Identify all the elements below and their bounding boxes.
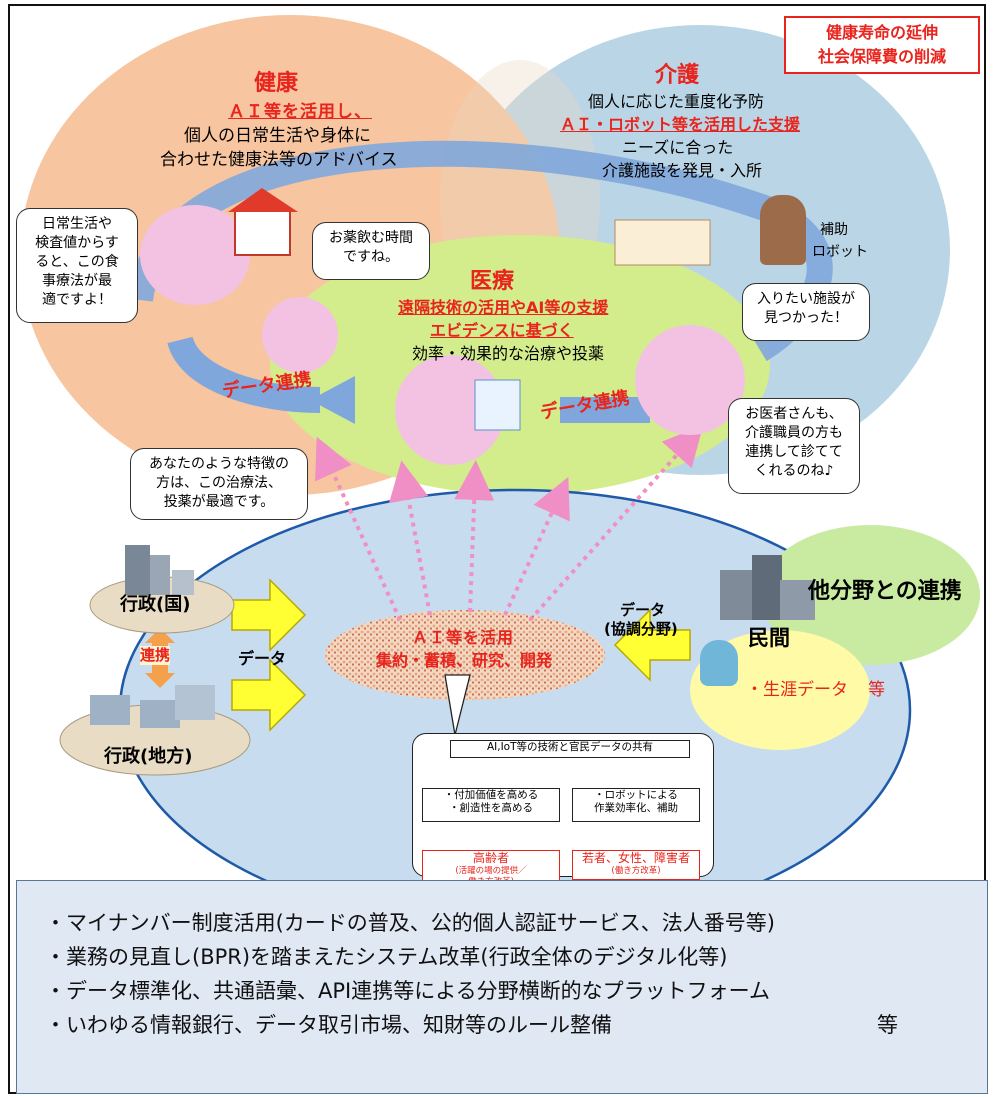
kaigo-line2: ＡＩ・ロボット等を活用した支援 [560, 115, 801, 134]
lifelong-label: ・生涯データ [746, 680, 848, 700]
bottom-item-2: ・業務の見直し(BPR)を踏まえたシステム改革(行政全体のデジタル化等) [45, 945, 728, 969]
goal-line2: 社会保障費の削減 [817, 47, 946, 66]
data-label: データ [238, 649, 287, 668]
bubble-doctor: お医者さんも、介護職員の方も連携して診ててくれるのね♪ [728, 398, 860, 494]
ai-center-line2: 集約・蓄積、研究、開発 [376, 651, 553, 670]
bottom-item-1: ・マイナンバー制度活用(カードの普及、公的個人認証サービス、法人番号等) [45, 911, 775, 935]
kenko-line3: 合わせた健康法等のアドバイス [160, 150, 398, 170]
kaigo-line4: 介護施設を発見・入所 [602, 161, 763, 180]
kenko-line1: ＡＩ等を活用し、 [228, 102, 372, 122]
robot-label2: ロボット [812, 244, 868, 260]
kaigo-line3: ニーズに合った [622, 138, 734, 157]
bottom-suffix: 等 [877, 1013, 898, 1037]
bubble-treatment: あなたのような特徴の方は、この治療法、投薬が最適です。 [130, 448, 308, 520]
bubble-daily-life: 日常生活や検査値からすると、この食事療法が最適ですよ！ [16, 208, 138, 323]
goal-line1: 健康寿命の延伸 [825, 23, 938, 42]
renkei-label: 連携 [140, 646, 171, 665]
robot-label1: 補助 [820, 222, 848, 238]
kenko-line2: 個人の日常生活や身体に [184, 126, 371, 146]
mini-youth: 若者、女性、障害者 (働き方改革) [572, 850, 700, 880]
mini-top: AI,IoT等の技術と官民データの共有 [450, 740, 690, 758]
mini-right-box: ・ロボットによる作業効率化、補助 [572, 788, 700, 822]
minkan-label: 民間 [748, 626, 790, 650]
mini-left-box: ・付加価値を高める・創造性を高める [422, 788, 560, 822]
other-fields-label: 他分野との連携 [808, 579, 962, 604]
person-icon [700, 640, 738, 686]
bubble-facility: 入りたい施設が見つかった！ [742, 283, 870, 341]
goal-box: 健康寿命の延伸 社会保障費の削減 [784, 16, 980, 74]
gov-national-label: 行政(国) [120, 594, 191, 615]
iryo-title: 医療 [470, 269, 515, 294]
kaigo-line1: 個人に応じた重度化予防 [588, 92, 765, 111]
bubble-medicine: お薬飲む時間ですね。 [312, 222, 430, 280]
kaigo-title: 介護 [655, 63, 700, 88]
iryo-circle [270, 235, 770, 495]
other-fields-ellipse [760, 525, 980, 665]
bottom-item-3: ・データ標準化、共通語彙、API連携等による分野横断的なプラットフォーム [45, 979, 770, 1003]
ai-center-line1: ＡＩ等を活用 [412, 628, 515, 647]
robot-illustration [760, 195, 806, 265]
data-kyocho-line2: (協調分野) [604, 620, 678, 638]
gov-local-label: 行政(地方) [104, 746, 193, 767]
kenko-title: 健康 [254, 71, 299, 96]
data-kyocho-line1: データ [620, 601, 666, 619]
bottom-list-box: ・マイナンバー制度活用(カードの普及、公的個人認証サービス、法人番号等) ・業務… [16, 880, 988, 1094]
iryo-line1: 遠隔技術の活用やAI等の支援 [398, 298, 609, 317]
bottom-item-4: ・いわゆる情報銀行、データ取引市場、知財等のルール整備 [45, 1013, 612, 1037]
iryo-line3: 効率・効果的な治療や投薬 [412, 344, 605, 363]
iryo-line2: エビデンスに基づく [430, 321, 574, 340]
lifelong-suffix: 等 [868, 680, 885, 700]
